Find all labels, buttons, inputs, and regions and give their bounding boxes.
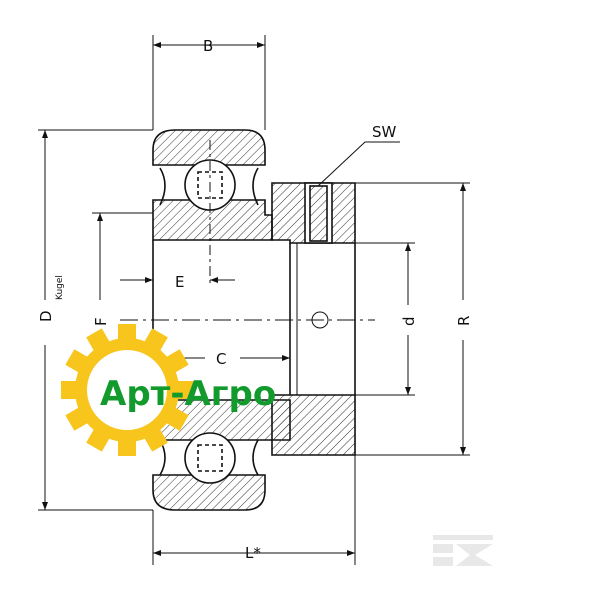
- gear-tooth: [142, 425, 168, 452]
- gear-tooth: [173, 381, 193, 399]
- gear-tooth: [118, 436, 136, 456]
- gear-tooth: [142, 328, 168, 355]
- label-C: C: [216, 350, 226, 368]
- gear-tooth: [118, 324, 136, 344]
- gear-tooth: [86, 425, 112, 452]
- label-B: B: [203, 37, 213, 55]
- label-E: E: [175, 273, 184, 291]
- gear-tooth: [65, 405, 92, 431]
- label-SW: SW: [372, 123, 397, 141]
- label-D: D: [37, 310, 55, 322]
- collar-bottom: [271, 394, 356, 456]
- gear-tooth: [61, 381, 81, 399]
- outer-ring-top: [152, 129, 266, 166]
- label-R: R: [455, 316, 473, 326]
- gear-tooth: [65, 349, 92, 375]
- gear-tooth: [162, 349, 189, 375]
- label-L: L*: [245, 544, 261, 562]
- label-F: F: [92, 317, 110, 326]
- ball-bottom: [184, 432, 236, 484]
- label-kugel: Kugel: [55, 275, 65, 300]
- logo-text: Арт-Агро: [100, 374, 276, 414]
- watermark-logo: [433, 535, 493, 566]
- gear-tooth: [162, 405, 189, 431]
- outer-ring-bottom: [152, 474, 266, 511]
- arta-agro-logo: Арт-Агро: [61, 324, 276, 456]
- label-d: d: [400, 316, 418, 326]
- gear-tooth: [86, 328, 112, 355]
